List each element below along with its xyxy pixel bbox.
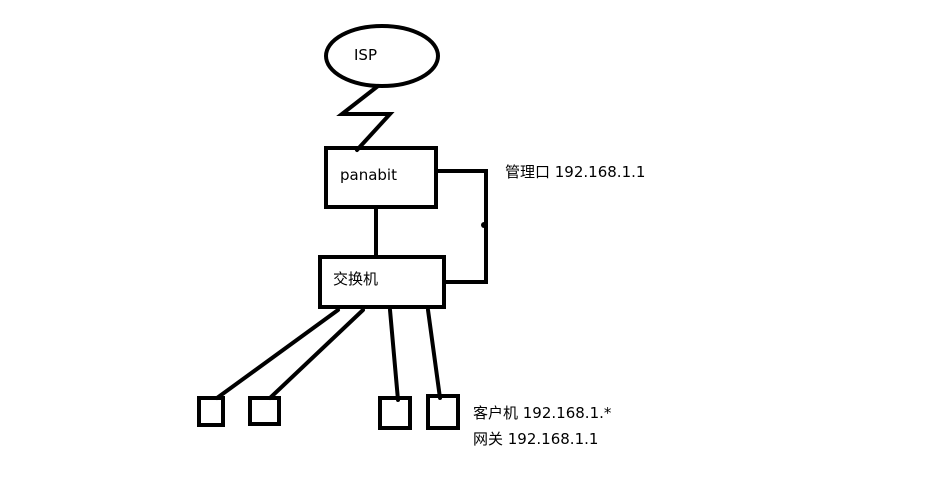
client-label: 客户机 192.168.1.*: [473, 404, 612, 422]
gateway-label: 网关 192.168.1.1: [473, 430, 598, 448]
panabit-node: [324, 146, 438, 209]
client-link-2: [268, 308, 365, 400]
client-machine-3: [378, 396, 412, 430]
wan-link: [336, 84, 395, 152]
management-port-dot: [481, 222, 487, 228]
client-machine-2: [248, 396, 281, 426]
client-link-4: [426, 308, 442, 400]
client-link-1: [215, 308, 340, 400]
client-machine-4: [426, 394, 460, 430]
switch-label: 交换机: [333, 270, 378, 288]
client-link-3: [388, 308, 400, 402]
switch-node: [318, 255, 446, 309]
management-label: 管理口 192.168.1.1: [505, 163, 645, 181]
isp-label: ISP: [354, 46, 377, 64]
isp-node: [324, 24, 440, 88]
panabit-label: panabit: [340, 166, 397, 184]
client-machine-1: [197, 396, 225, 427]
